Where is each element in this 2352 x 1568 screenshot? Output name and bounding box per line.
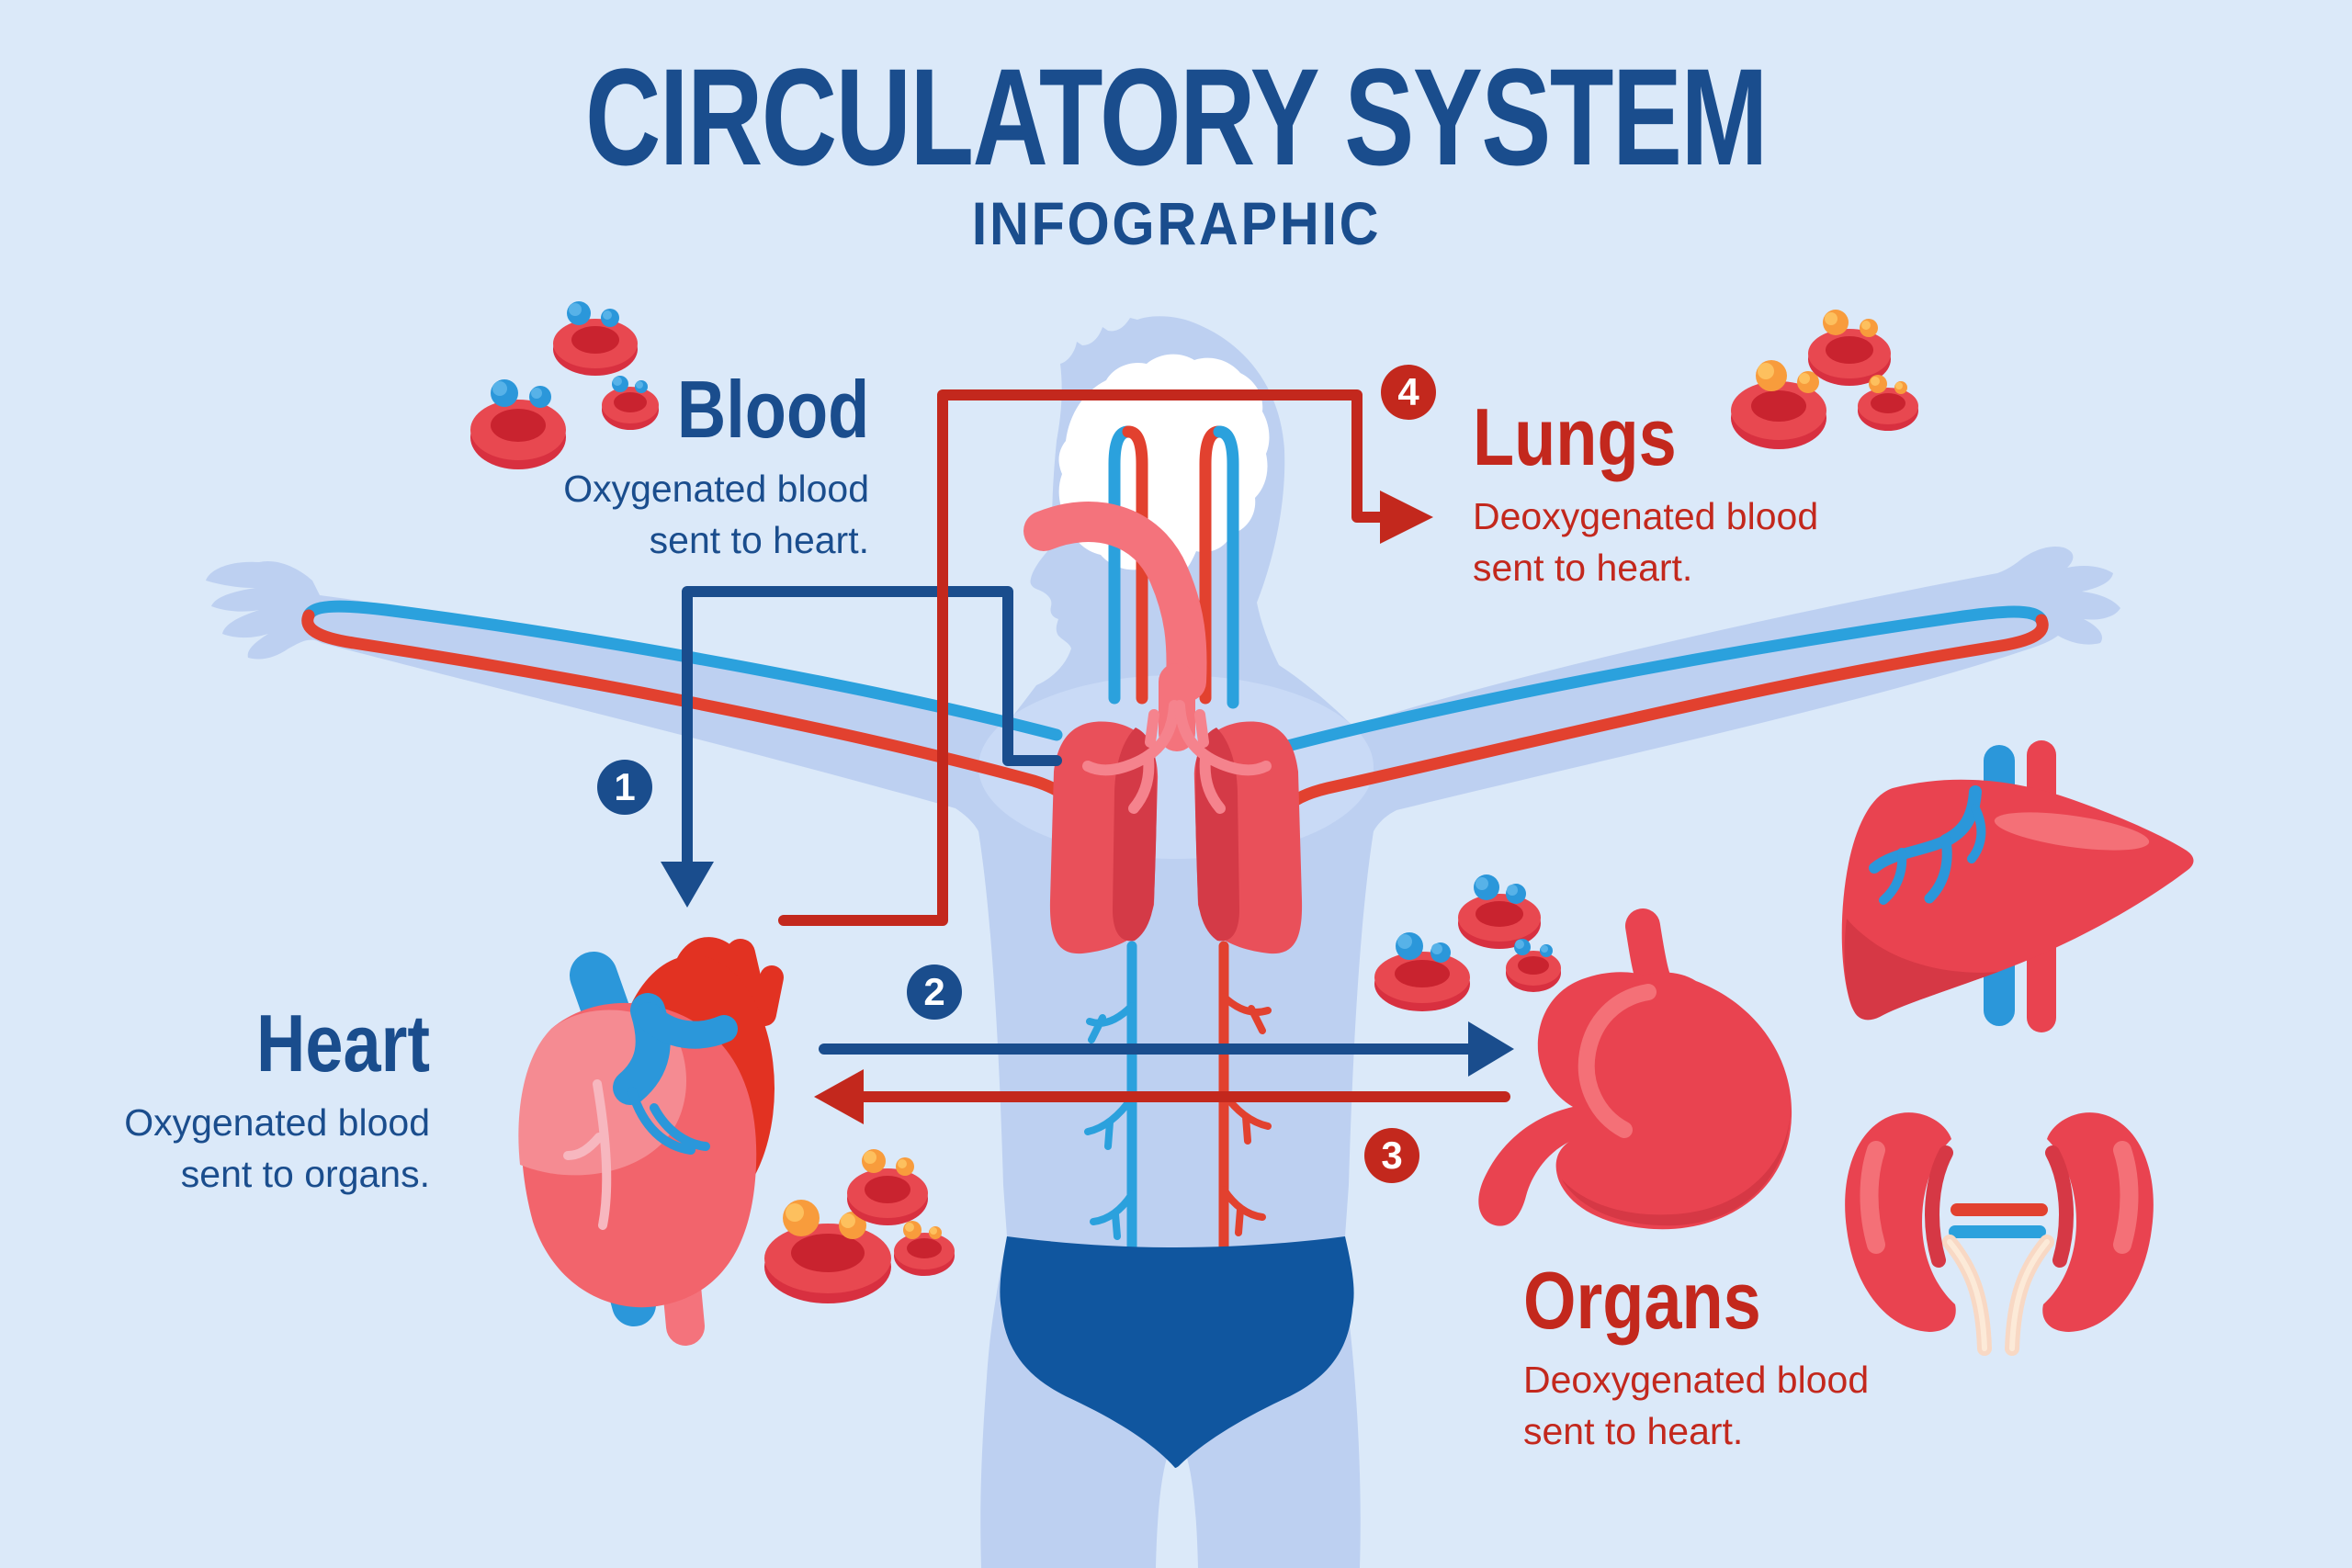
step-badge-4-number: 4 — [1397, 370, 1419, 413]
connector-step3-arrow — [814, 1069, 1510, 1124]
page-subtitle: INFOGRAPHIC — [0, 193, 2352, 254]
label-lungs: Lungs Deoxygenated blood sent to heart. — [1473, 397, 1951, 593]
blood-cells-deoxygen-bottom-left-icon — [764, 1149, 955, 1303]
heart-desc-line1: Oxygenated blood — [124, 1101, 430, 1144]
step-badge-4: 4 — [1381, 365, 1436, 420]
lungs-heading: Lungs — [1473, 391, 1677, 482]
page-title: CIRCULATORY SYSTEM — [0, 48, 2352, 186]
blood-cells-oxygen-mid-right-icon — [1374, 874, 1561, 1011]
organs-heading: Organs — [1523, 1255, 1761, 1346]
heart-desc-line2: sent to organs. — [180, 1153, 430, 1195]
blood-heading: Blood — [676, 364, 869, 455]
lungs-illustration — [1049, 663, 1303, 954]
step-badge-1-number: 1 — [614, 765, 636, 808]
label-blood: Blood Oxygenated blood sent to heart. — [465, 369, 869, 566]
blood-desc-line2: sent to heart. — [649, 519, 869, 561]
organs-desc-line2: sent to heart. — [1523, 1410, 1744, 1452]
connector-step1 — [661, 586, 1062, 908]
connector-step2-arrow — [819, 1021, 1514, 1077]
page-subtitle-text: INFOGRAPHIC — [971, 189, 1381, 257]
stomach-illustration — [1478, 908, 1792, 1230]
page-title-text: CIRCULATORY SYSTEM — [585, 39, 1768, 194]
lungs-desc-line1: Deoxygenated blood — [1473, 495, 1819, 537]
connector-step4 — [778, 389, 1433, 926]
label-organs: Organs Deoxygenated blood sent to heart. — [1523, 1260, 2001, 1457]
step-badge-1: 1 — [597, 760, 652, 815]
step-badge-3-number: 3 — [1381, 1134, 1403, 1177]
kidneys-illustration — [1845, 1112, 2154, 1356]
label-heart: Heart Oxygenated blood sent to organs. — [108, 1003, 430, 1200]
liver-illustration — [1841, 740, 2194, 1032]
blood-cells-oxygen-top-left-icon — [470, 301, 659, 469]
blood-cells-deoxygen-top-right-icon — [1731, 310, 1918, 449]
organs-desc-line1: Deoxygenated blood — [1523, 1359, 1870, 1401]
briefs — [1000, 1236, 1354, 1468]
blood-desc-line1: Oxygenated blood — [563, 468, 869, 510]
step-badge-2-number: 2 — [923, 970, 945, 1013]
step-badge-3: 3 — [1364, 1128, 1419, 1183]
lungs-desc-line2: sent to heart. — [1473, 547, 1693, 589]
step-badge-2: 2 — [907, 964, 962, 1020]
heart-heading: Heart — [256, 998, 430, 1089]
heart-illustration — [518, 937, 784, 1346]
